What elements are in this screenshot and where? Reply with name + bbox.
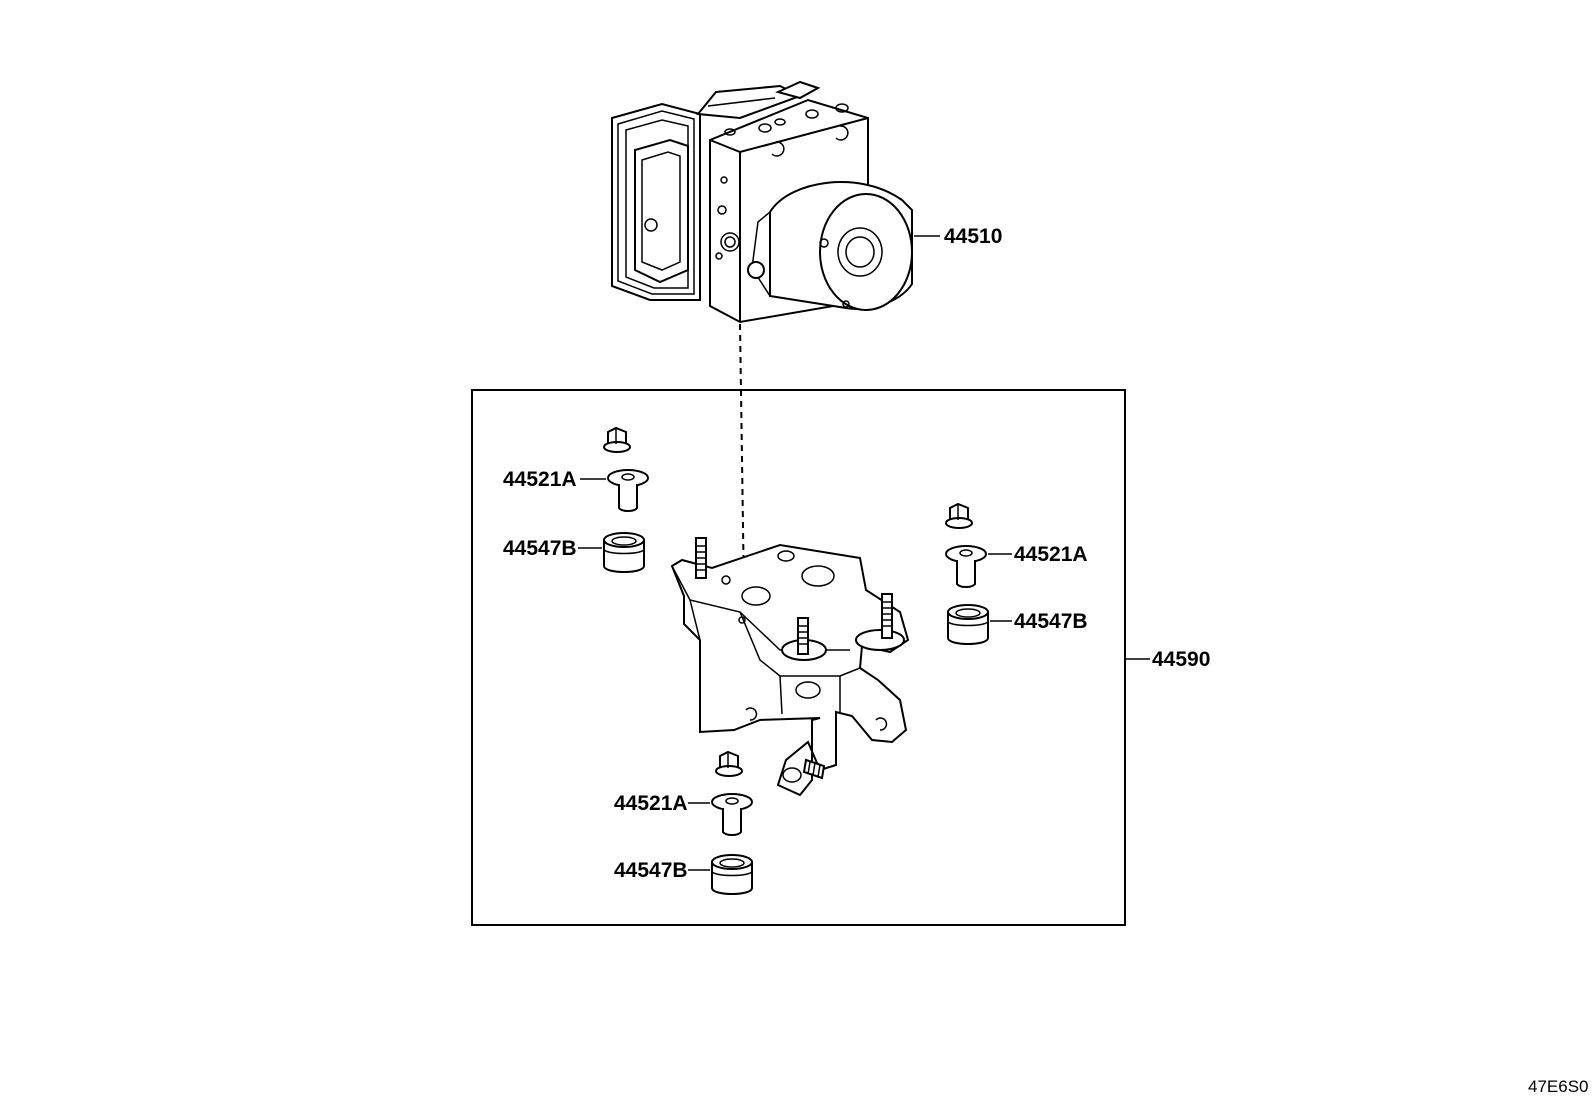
label-44547b-left[interactable]: 44547B (503, 537, 577, 560)
cushion-icon[interactable] (947, 604, 989, 645)
collar-icon[interactable] (711, 793, 753, 836)
alignment-dashed-line (739, 323, 745, 595)
label-44510[interactable]: 44510 (944, 225, 1002, 248)
label-44547b-right[interactable]: 44547B (1014, 610, 1088, 633)
label-44521a-bottom[interactable]: 44521A (614, 792, 688, 815)
bracket-assembly-box (471, 389, 1126, 926)
collar-icon[interactable] (945, 545, 987, 588)
label-44547b-bottom[interactable]: 44547B (614, 859, 688, 882)
label-44521a-right[interactable]: 44521A (1014, 543, 1088, 566)
label-44590[interactable]: 44590 (1152, 648, 1210, 671)
abs-actuator-icon[interactable] (611, 80, 913, 324)
flange-nut-icon[interactable] (715, 750, 743, 777)
flange-nut-icon[interactable] (603, 426, 631, 453)
cushion-icon[interactable] (711, 854, 753, 895)
flange-nut-icon[interactable] (945, 502, 973, 529)
collar-icon[interactable] (607, 469, 649, 512)
cushion-icon[interactable] (603, 532, 645, 573)
diagram-ref-code: 47E6S0 (1528, 1077, 1589, 1096)
label-44521a-left[interactable]: 44521A (503, 468, 577, 491)
bracket-icon[interactable] (670, 537, 910, 797)
